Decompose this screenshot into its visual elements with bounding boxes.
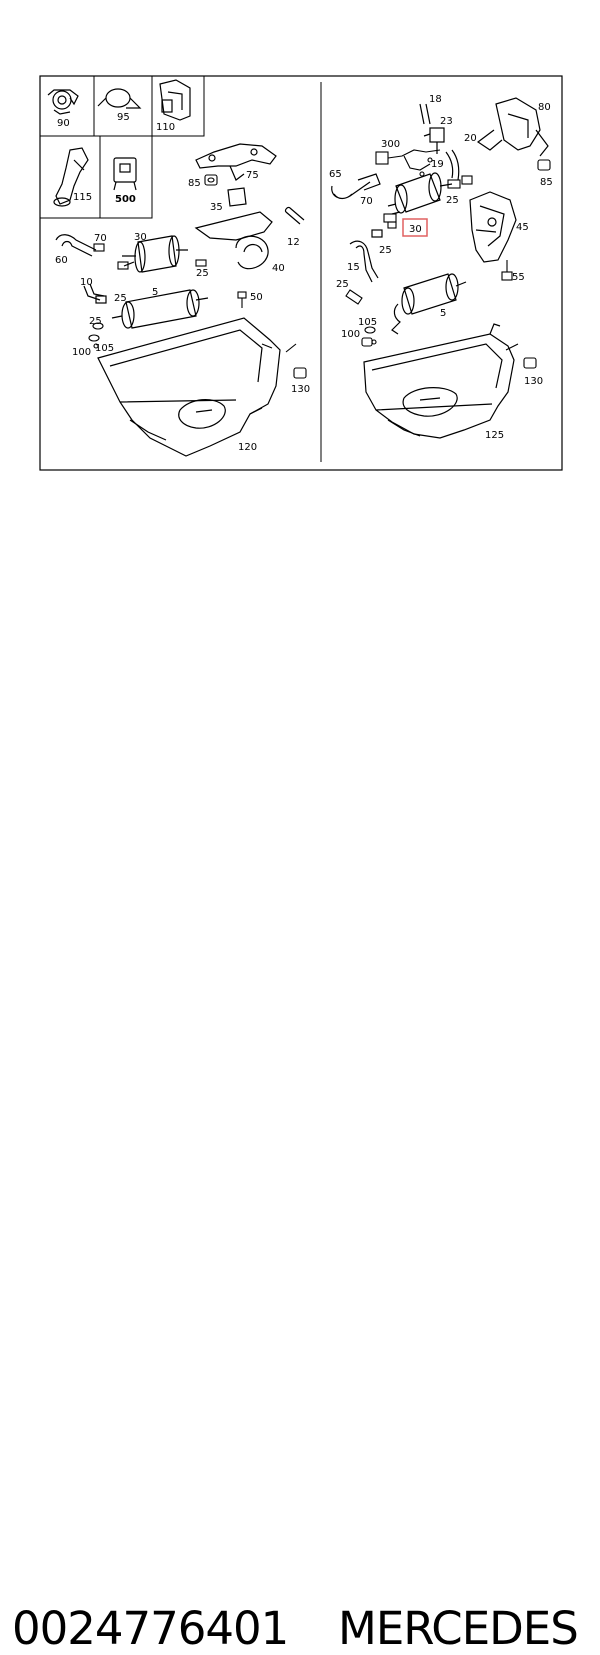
right-hose-20 — [445, 149, 460, 181]
right-small-parts — [361, 326, 377, 347]
right-fuel-pump-5 — [391, 273, 467, 335]
right-bolt-55 — [501, 260, 513, 281]
label-right-45: 45 — [516, 222, 529, 233]
label-left-75: 75 — [246, 170, 259, 181]
label-right-25b: 25 — [379, 245, 392, 256]
left-nut-130 — [285, 343, 307, 379]
label-right-25a: 25 — [446, 195, 459, 206]
label-right-5: 5 — [440, 308, 446, 319]
left-small-parts — [88, 259, 207, 349]
right-hose-65 — [331, 173, 381, 200]
label-right-23: 23 — [440, 116, 453, 127]
right-part-30 — [383, 213, 397, 229]
left-tray-120 — [97, 317, 281, 457]
label-right-70: 70 — [360, 196, 373, 207]
label-left-30: 30 — [134, 232, 147, 243]
right-nut-130 — [523, 357, 537, 369]
right-clamp-25a — [447, 175, 473, 189]
label-115: 115 — [73, 192, 92, 203]
label-left-130: 130 — [291, 384, 310, 395]
connector-icon-500 — [113, 157, 137, 191]
right-bracket-45 — [469, 191, 517, 263]
right-nut-85 — [537, 159, 551, 171]
left-bracket-75 — [195, 143, 277, 181]
label-right-19: 19 — [431, 159, 444, 170]
label-right-55: 55 — [512, 272, 525, 283]
label-right-100: 100 — [341, 329, 360, 340]
label-right-18: 18 — [429, 94, 442, 105]
label-left-10: 10 — [80, 277, 93, 288]
label-right-300: 300 — [381, 139, 400, 150]
left-hose-12 — [284, 206, 305, 225]
label-left-100: 100 — [72, 347, 91, 358]
label-right-20: 20 — [464, 133, 477, 144]
right-hose-18 — [419, 103, 431, 125]
right-bracket-80 — [476, 97, 549, 157]
label-right-85: 85 — [540, 177, 553, 188]
label-right-105: 105 — [358, 317, 377, 328]
label-left-5: 5 — [152, 287, 158, 298]
label-left-60: 60 — [55, 255, 68, 266]
label-right-130: 130 — [524, 376, 543, 387]
label-left-70: 70 — [94, 233, 107, 244]
right-tray-125 — [363, 323, 519, 439]
label-90: 90 — [57, 118, 70, 129]
label-left-40: 40 — [272, 263, 285, 274]
label-right-65: 65 — [329, 169, 342, 180]
brand-name: MERCEDES — [338, 1602, 579, 1655]
label-left-85: 85 — [188, 178, 201, 189]
label-right-80: 80 — [538, 102, 551, 113]
right-fuel-filter-70 — [387, 172, 453, 215]
label-95: 95 — [117, 112, 130, 123]
label-110: 110 — [156, 122, 175, 133]
left-hose-10 — [83, 283, 107, 304]
label-left-120: 120 — [238, 442, 257, 453]
label-left-25a: 25 — [196, 268, 209, 279]
clip-icon-90 — [47, 89, 79, 115]
left-fuel-pump-5 — [111, 289, 209, 329]
label-right-30: 30 — [409, 224, 422, 235]
clamp-icon-95 — [97, 88, 142, 109]
left-clamp-40 — [235, 235, 269, 270]
right-clamp-25c — [345, 289, 363, 305]
right-hose-15 — [349, 229, 383, 283]
diagram-frame — [39, 75, 563, 471]
left-clips-70 — [93, 243, 129, 270]
left-hose-60 — [55, 234, 97, 257]
holder-icon-115 — [53, 147, 89, 207]
left-fuel-filter-30 — [122, 235, 188, 273]
label-left-25b: 25 — [114, 293, 127, 304]
label-right-125: 125 — [485, 430, 504, 441]
label-left-35: 35 — [210, 202, 223, 213]
bracket-icon-110 — [159, 79, 191, 121]
left-bolt-50 — [237, 291, 247, 308]
label-left-25c: 25 — [89, 316, 102, 327]
inset-grid — [39, 75, 205, 219]
label-right-15: 15 — [347, 262, 360, 273]
right-wiring-300 — [375, 149, 441, 177]
label-left-12: 12 — [287, 237, 300, 248]
left-nut-85 — [204, 174, 218, 186]
parts-diagram: 90 95 110 115 500 85 75 35 12 70 30 60 2… — [39, 75, 563, 471]
part-number: 0024776401 — [12, 1602, 289, 1655]
left-mount-35 — [194, 187, 273, 241]
right-valve-23 — [423, 127, 445, 154]
highlight-box-30 — [402, 218, 428, 237]
label-right-25c: 25 — [336, 279, 349, 290]
caption-bar: 0024776401 MERCEDES — [0, 800, 600, 1655]
label-500: 500 — [115, 194, 136, 205]
label-left-50: 50 — [250, 292, 263, 303]
label-left-105: 105 — [95, 343, 114, 354]
